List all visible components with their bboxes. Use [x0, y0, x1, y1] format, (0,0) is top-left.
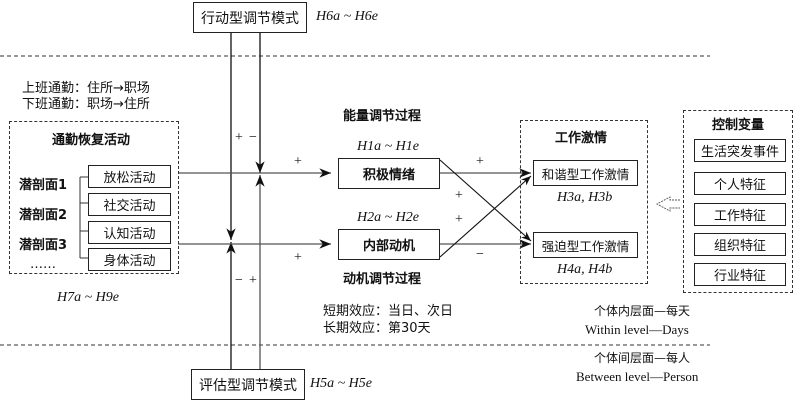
- long-term-effect: 长期效应：第30天: [323, 321, 431, 336]
- work-passion-group: [520, 120, 648, 284]
- activity-cognitive: 认知活动: [88, 221, 171, 244]
- recovery-hypotheses: H7a ~ H9e: [57, 290, 120, 305]
- pe-to-obsessive-arrow: [439, 159, 532, 242]
- recovery-activities-group: [9, 121, 179, 274]
- latent-profile-1: 潜剖面1: [19, 178, 68, 193]
- commute-from-work: 下班通勤：职场→住所: [22, 97, 150, 112]
- harmonious-passion-box: 和谐型工作激情: [533, 160, 638, 186]
- control-job: 工作特征: [694, 203, 786, 226]
- latent-profile-3: 潜剖面3: [19, 238, 68, 253]
- motivation-process-title: 动机调节过程: [343, 272, 422, 287]
- control-personal: 个人特征: [694, 172, 786, 195]
- appraisal-mode-box: 评估型调节模式: [191, 369, 305, 400]
- harmonious-hypotheses: H3a, H3b: [557, 190, 613, 205]
- appraisal-sign-plus: +: [249, 273, 257, 288]
- positive-emotion-box: 积极情绪: [338, 158, 440, 189]
- obsessive-passion-box: 强迫型工作激情: [533, 232, 638, 258]
- im-to-harmonious-arrow: [439, 175, 532, 258]
- sign-im-harmonious: +: [455, 212, 463, 227]
- commute-to-work: 上班通勤：住所→职场: [22, 81, 150, 96]
- latent-profile-more: ……: [30, 257, 56, 272]
- energy-hypotheses: H1a ~ H1e: [357, 139, 420, 154]
- action-mode-box: 行动型调节模式: [193, 2, 307, 33]
- sign-im-obsessive: −: [476, 247, 484, 262]
- recovery-title: 通勤恢复活动: [52, 133, 131, 148]
- appraisal-sign-minus: −: [235, 273, 243, 288]
- between-level-en: Between level—Person: [576, 369, 699, 384]
- control-industry: 行业特征: [694, 263, 786, 286]
- sign-pe-obsessive: +: [455, 188, 463, 203]
- intrinsic-motivation-box: 内部动机: [338, 229, 440, 260]
- within-level-en: Within level—Days: [585, 322, 689, 337]
- action-mode-hypotheses: H6a ~ H6e: [316, 9, 379, 24]
- control-life-events: 生活突发事件: [694, 139, 786, 162]
- motivation-hypotheses: H2a ~ H2e: [357, 210, 420, 225]
- activity-physical: 身体活动: [88, 248, 171, 271]
- appraisal-mode-hypotheses: H5a ~ H5e: [310, 376, 373, 391]
- energy-process-title: 能量调节过程: [343, 109, 422, 124]
- control-variables-title: 控制变量: [712, 118, 765, 133]
- energy-in-sign: +: [294, 154, 302, 169]
- short-term-effect: 短期效应：当日、次日: [323, 304, 454, 319]
- latent-profile-2: 潜剖面2: [19, 208, 68, 223]
- between-level-cn: 个体间层面—每人: [594, 351, 691, 365]
- obsessive-hypotheses: H4a, H4b: [557, 262, 613, 277]
- activity-social: 社交活动: [88, 193, 171, 216]
- control-variables-group: [683, 110, 793, 293]
- activity-relaxation: 放松活动: [88, 165, 171, 188]
- within-level-cn: 个体内层面—每天: [594, 304, 691, 318]
- controls-hollow-arrow: [656, 196, 680, 212]
- motivation-in-sign: +: [294, 250, 302, 265]
- action-sign-minus: −: [249, 130, 257, 145]
- sign-pe-harmonious: +: [476, 154, 484, 169]
- work-passion-title: 工作激情: [555, 131, 608, 146]
- action-sign-plus: +: [235, 130, 243, 145]
- control-organization: 组织特征: [694, 233, 786, 256]
